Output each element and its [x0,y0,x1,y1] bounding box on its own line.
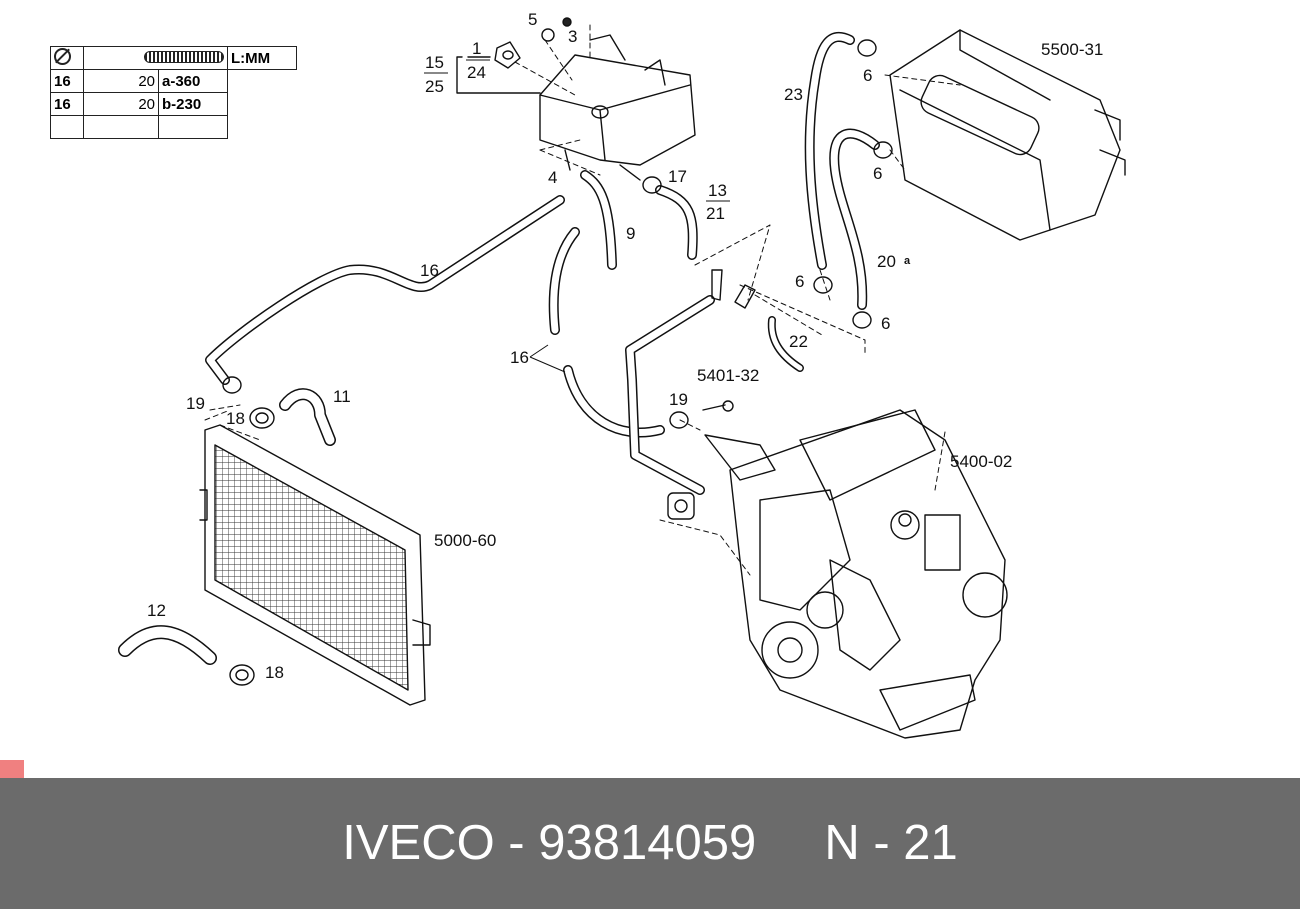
label-12: 12 [147,601,166,620]
clamp-19a [222,376,242,394]
label-23: 23 [784,85,803,104]
footer-bar: IVECO - 93814059 N - 21 [0,778,1300,909]
label-16-upper: 16 [420,261,439,280]
heater-box [889,29,1126,241]
label-21: 21 [706,204,725,223]
label-11: 11 [333,387,351,406]
spec-qty: 20 [83,69,159,93]
label-5000-60: 5000-60 [434,531,496,550]
spec-length: a-360 [158,69,228,93]
label-18-upper: 18 [226,409,245,428]
label-5401-32: 5401-32 [697,366,759,385]
clamp-18b [229,664,255,686]
label-20: 20 [877,252,896,271]
clamp-6b [873,141,893,159]
label-25: 25 [425,77,444,96]
spec-row: 16 20 a-360 [50,69,297,93]
clamp-18a [249,407,275,429]
label-5400-02: 5400-02 [950,452,1012,471]
label-22: 22 [789,332,808,351]
label-13: 13 [708,181,727,200]
part-number-caption: IVECO - 93814059 N - 21 [342,816,958,870]
length-header: L:MM [227,46,297,70]
label-24: 24 [467,63,486,82]
engine [704,409,1008,739]
diameter-header [50,46,84,70]
spec-length [158,115,228,139]
spec-length: b-230 [158,92,228,116]
tank-cap [494,41,521,69]
nut-5 [541,17,572,42]
clamp-19b [669,411,689,429]
spec-row [50,115,297,139]
label-5: 5 [528,10,537,29]
hose-20 [829,128,880,310]
spec-row: 16 20 b-230 [50,92,297,116]
radiator [199,424,431,706]
spec-qty: 20 [83,92,159,116]
label-18-lower: 18 [265,663,284,682]
spec-diameter [50,115,84,139]
spec-diameter: 16 [50,92,84,116]
expansion-tank [539,34,696,181]
label-6d: 6 [881,314,890,333]
label-15: 15 [425,53,444,72]
label-17: 17 [668,167,687,186]
label-6b: 6 [873,164,882,183]
bolt-5401 [702,400,734,412]
label-6c: 6 [795,272,804,291]
hose-type-icon [144,50,224,63]
part-labels: 1 24 15 25 5 3 4 9 17 13 21 16 16 19 18 … [147,10,1103,682]
spec-header-row: L:MM [50,46,297,70]
spec-table: L:MM 16 20 a-360 16 20 b-230 [50,46,297,139]
hose-type-header [83,46,228,70]
spec-diameter: 16 [50,69,84,93]
label-4: 4 [548,168,557,187]
label-16-lower: 16 [510,348,529,367]
tee-connector [711,269,756,309]
diameter-icon [54,47,71,65]
flange [667,492,695,520]
clamp-6a [857,39,877,57]
label-3: 3 [568,27,577,46]
label-1: 1 [472,39,481,58]
label-9: 9 [626,224,635,243]
spec-qty [83,115,159,139]
corner-marker [0,760,24,778]
clamp-6d [852,311,872,329]
clamp-6c [813,276,833,294]
label-20-marker: a [904,255,911,267]
label-6a: 6 [863,66,872,85]
parts-diagram: 1 24 15 25 5 3 4 9 17 13 21 16 16 19 18 … [118,10,1126,739]
hose-16-upper [205,195,565,385]
label-19-right: 19 [669,390,688,409]
label-5500-31: 5500-31 [1041,40,1103,59]
clamp-17 [642,176,662,194]
label-19-left: 19 [186,394,205,413]
